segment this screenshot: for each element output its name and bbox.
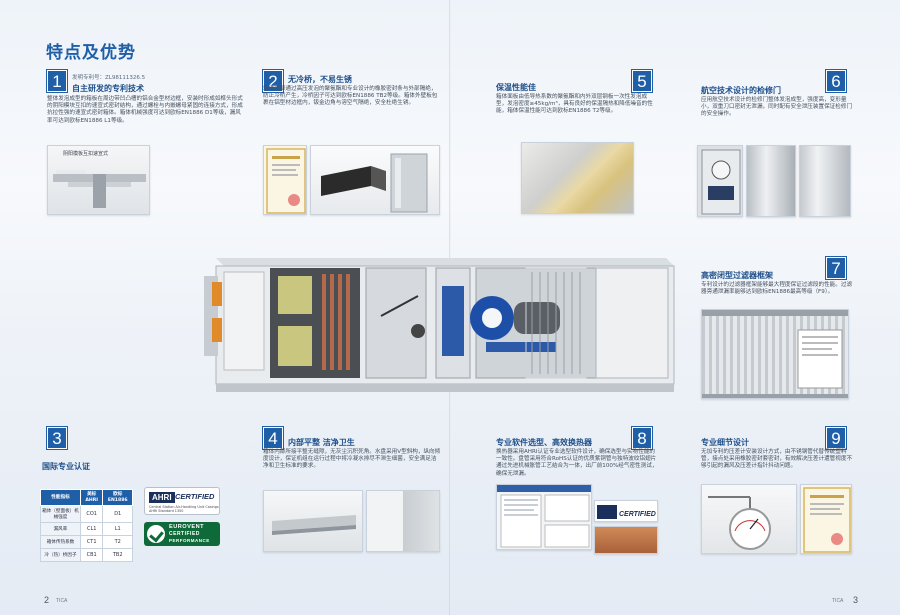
feature-desc-8: 换热器采用AHRI认证专业选型软件设计，确保选型与实物性能的一致性。盘管采用符合… [496, 449, 658, 477]
seal-profile-image [310, 145, 440, 215]
feature-number-7: 7 [825, 256, 847, 280]
eurovent-text: EUROVENT [169, 524, 205, 530]
certificate-image [263, 145, 307, 215]
feature-number-4: 4 [262, 426, 284, 450]
eurovent-certified-text: CERTIFIED [169, 531, 200, 537]
table-row: 漏风率 CL1 L1 [40, 522, 133, 536]
insulation-panel-image [521, 142, 634, 214]
ahri-logo: AHRI [149, 492, 175, 503]
footer-brand-left: TICA [56, 598, 68, 604]
table-cell: T2 [102, 535, 133, 549]
table-cell: L1 [102, 522, 133, 536]
feature-title-2: 无冷桥，不易生锈 [288, 75, 352, 84]
feature-number-5: 5 [631, 69, 653, 93]
feature-desc-5: 箱体面板由低导热系数的聚氨酯和内外双层钢板一次性发泡成型，发泡密度≥45kg/m… [496, 94, 653, 115]
feature-desc-4: 箱体内部所接平整无缝隙，无灰尘沉积死角。水盘采用V型斜构，纵向倾度设计，保证机组… [263, 449, 441, 470]
feature-desc-6: 应用航空技术设计的检修门整体发泡成型，强度高，变形量小，双重刀口密封无泄漏，同时… [701, 97, 853, 118]
table-row: 箱体（壁面板）机械强度 CO1 D1 [40, 505, 133, 523]
table-cell: CT1 [79, 535, 104, 549]
air-handling-unit-illustration [196, 246, 676, 396]
feature-number-6: 6 [825, 69, 847, 93]
ahri-software-certified-text: CERTIFIED [619, 511, 656, 518]
page-number-left: 2 [44, 595, 50, 605]
certification-table: 性能指标 美标 AHRI 欧标 EN1886 箱体（壁面板）机械强度 CO1 D… [40, 489, 133, 562]
table-cell: CO1 [79, 505, 104, 523]
table-cell: 冷（热）桥因子 [40, 548, 81, 562]
table-cell: D1 [102, 505, 133, 523]
cert-header-ahri: 美标 AHRI [79, 489, 104, 506]
feature-title-5: 保温性能佳 [496, 83, 536, 92]
selection-software-image [496, 484, 592, 550]
table-cell: 箱体（壁面板）机械强度 [40, 505, 81, 523]
feature-title-1: 自主研发的专利技术 [72, 84, 144, 93]
feature-desc-7: 专利设计的过滤器框架能够最大程度保证过滤段的性能。过滤器旁通泄漏率能够达到欧标E… [701, 282, 853, 296]
interior-corner-image [366, 490, 440, 552]
ahri-certified-badge: AHRI CERTIFIED Central Station Air-Handl… [144, 487, 220, 515]
cert-header-en1886: 欧标 EN1886 [102, 489, 133, 506]
ahri-certified-text: CERTIFIED [175, 492, 215, 501]
patent-number: 发明专利号：ZL98111326.5 [72, 75, 146, 81]
feature-title-7: 高密闭型过滤器框架 [701, 271, 773, 280]
feature-number-8: 8 [631, 426, 653, 450]
eurovent-performance-text: PERFORMANCE [169, 538, 210, 543]
feature-desc-2: 箱体内部通过高压发泡的聚氨酯和专业设计的橡胶密封条与外部隔绝，防止冷桥产生，冷桥… [263, 86, 438, 107]
pressure-gauge-image [701, 484, 797, 554]
feature-number-2: 2 [262, 69, 284, 93]
feature-number-9: 9 [825, 426, 847, 450]
feature-title-4: 内部平整 洁净卫生 [288, 438, 355, 447]
ahri-software-badge: CERTIFIED [594, 500, 658, 522]
table-cell: CB1 [79, 548, 104, 562]
page-title: 特点及优势 [46, 43, 136, 63]
table-cell: 漏风率 [40, 522, 81, 536]
feature-number-3: 3 [46, 426, 68, 450]
door-seal-image [799, 145, 851, 217]
table-row: 箱体传热系数 CT1 T2 [40, 535, 133, 549]
page-number-right: 3 [853, 595, 859, 605]
footer-brand-right: TICA [832, 598, 844, 604]
table-cell: TB2 [102, 548, 133, 562]
feature-desc-1: 整体发泡成型的箱板在周边带凹凸槽的铝合金型材边框，安装时形成如榫头形式的阴阳模块… [47, 96, 243, 124]
eurovent-badge: EUROVENT CERTIFIED PERFORMANCE [144, 522, 220, 546]
feature-desc-9: 无加专利的压差计安装设计方式，由不锈钢管代替传统塑料管，接点处采用橡胶密封套密封… [701, 449, 853, 470]
heat-exchanger-coil-image [594, 526, 658, 554]
feature-title-3: 国际专业认证 [42, 462, 90, 471]
profile-image [47, 145, 150, 215]
filter-frame-image [701, 309, 849, 399]
drain-pan-image [263, 490, 363, 552]
cert-header-metric: 性能指标 [40, 489, 81, 506]
patent-certificate-image [800, 484, 852, 554]
feature-title-6: 航空技术设计的检修门 [701, 86, 781, 95]
door-frame-image [746, 145, 796, 217]
table-cell: 箱体传热系数 [40, 535, 81, 549]
check-icon [147, 525, 165, 543]
profile-caption: 阴阳模板互扣速宣式 [63, 151, 109, 157]
feature-number-1: 1 [46, 69, 68, 93]
table-cell: CL1 [79, 522, 104, 536]
access-door-image [697, 145, 743, 217]
feature-title-8: 专业软件选型、高效换热器 [496, 438, 592, 447]
ahri-note: Central Station Air-Handling Unit Casing… [149, 505, 219, 513]
feature-title-9: 专业细节设计 [701, 438, 749, 447]
table-row: 冷（热）桥因子 CB1 TB2 [40, 548, 133, 562]
